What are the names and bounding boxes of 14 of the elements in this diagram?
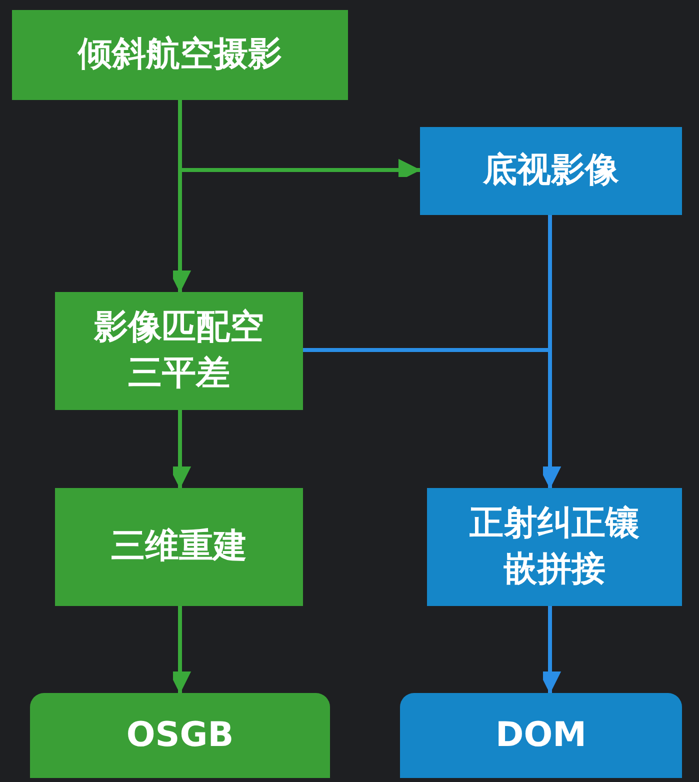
node-label: DOM [496, 714, 586, 757]
process-box [427, 488, 682, 606]
node-label: 影像匹配空三平差 [94, 306, 264, 395]
process-box [12, 10, 348, 100]
output-box [30, 693, 330, 778]
node-label: OSGB [126, 714, 234, 757]
node-label: 三维重建 [111, 525, 247, 568]
process-box [420, 127, 682, 215]
output-box [400, 693, 682, 778]
process-box [55, 292, 303, 410]
node-label: 底视影像 [483, 149, 619, 192]
node-label: 正射纠正镶嵌拼接 [470, 502, 640, 591]
node-label: 倾斜航空摄影 [78, 33, 282, 76]
process-box [55, 488, 303, 606]
